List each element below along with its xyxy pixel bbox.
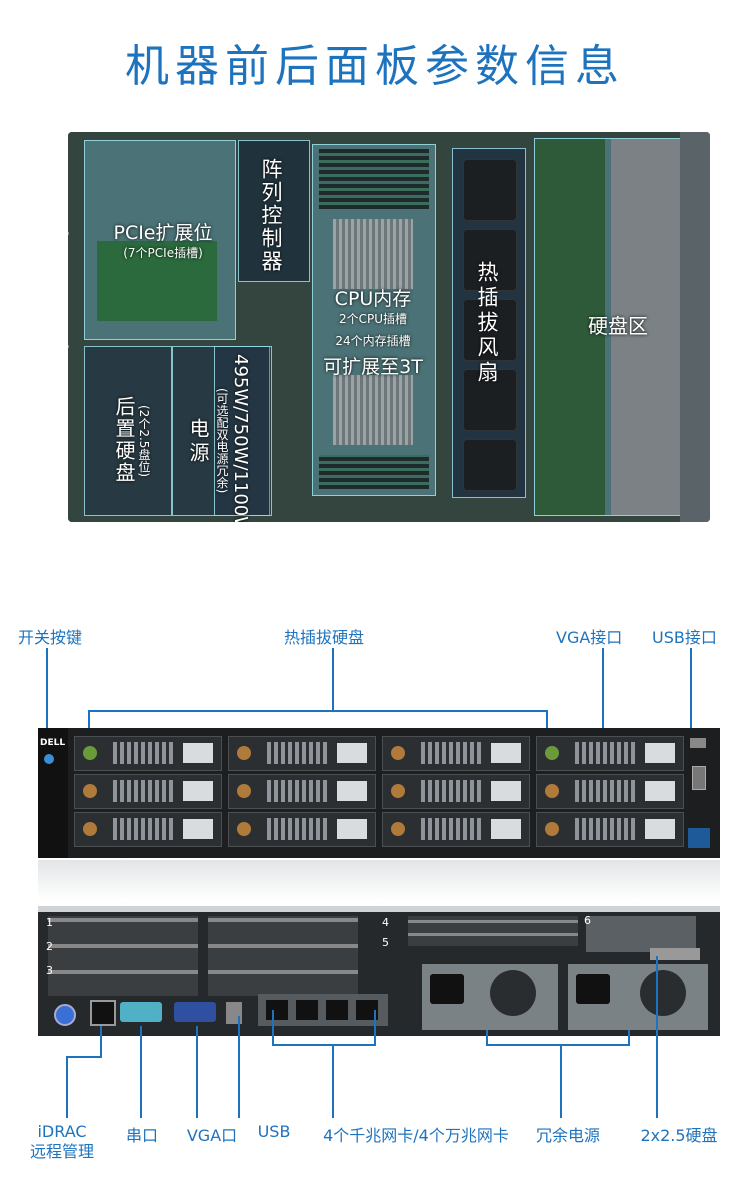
cpu-sublabel-3: 可扩展至3T (323, 356, 423, 378)
psu-zone (172, 346, 270, 516)
vga-port-rear[interactable] (174, 1002, 216, 1022)
drive-bay[interactable] (74, 774, 222, 809)
usb-port-front[interactable] (690, 738, 706, 748)
cpu-label: CPU内存 (334, 288, 412, 310)
idrac-port[interactable] (90, 1000, 116, 1026)
fan-zone (452, 148, 526, 498)
nic-block (258, 994, 388, 1026)
callout-vga: VGA口 (186, 1126, 238, 1145)
callout-rear-disk: 2x2.5硬盘 (640, 1126, 718, 1145)
nic-port[interactable] (356, 1000, 378, 1020)
rear-disk-sublabel: (2个2.5盘位) (137, 404, 151, 478)
callout-power-button: 开关按键 (18, 628, 83, 647)
cpu-memory-zone (312, 144, 436, 496)
callout-nic: 4个千兆网卡/4个万兆网卡 (323, 1126, 509, 1145)
drive-bay[interactable] (228, 812, 376, 847)
psu-spec-zone (214, 346, 272, 516)
front-panel-reflection (38, 860, 720, 900)
drive-bay[interactable] (228, 774, 376, 809)
pcie-sublabel: (7个PCIe插槽) (123, 246, 203, 260)
vga-port-front[interactable] (692, 766, 706, 790)
intel-badge (688, 828, 710, 848)
server-rear-panel: 1 2 3 4 5 6 (38, 906, 720, 1036)
drive-bay[interactable] (382, 812, 530, 847)
server-top-view: PCIe扩展位 (7个PCIe插槽) 阵列控制器 CPU内存 2个CPU插槽 2… (68, 132, 710, 522)
callout-serial: 串口 (125, 1126, 158, 1145)
pcie-zone (84, 140, 236, 340)
server-front-panel: DELL (38, 728, 720, 858)
psu-2[interactable] (568, 964, 708, 1030)
cpu-sublabel-1: 2个CPU插槽 (338, 312, 408, 326)
callout-usb: USB (257, 1122, 291, 1141)
callout-usb-port: USB接口 (652, 628, 717, 647)
system-id-button[interactable] (54, 1004, 76, 1026)
slot-number-1: 1 (46, 916, 53, 929)
drive-bay[interactable] (228, 736, 376, 771)
disk-area-label: 硬盘区 (588, 314, 648, 338)
psu-wattage-label: 495W/750W/1100W (230, 354, 251, 522)
nic-port[interactable] (296, 1000, 318, 1020)
cpu-sublabel-2: 24个内存插槽 (335, 334, 411, 348)
rear-disk-label: 后置硬盘 (112, 396, 136, 484)
drive-bay[interactable] (536, 774, 684, 809)
drive-bay[interactable] (536, 812, 684, 847)
callout-vga-port: VGA接口 (556, 628, 623, 647)
page-title: 机器前后面板参数信息 (125, 41, 625, 92)
psu-redundancy-label: (可选配双电源冗余) (215, 388, 229, 494)
pcie-label: PCIe扩展位 (113, 222, 213, 244)
slot-number-3: 3 (46, 964, 53, 977)
psu-1[interactable] (422, 964, 558, 1030)
drive-bay[interactable] (382, 774, 530, 809)
power-button[interactable] (44, 754, 54, 764)
raid-label: 阵列控制器 (259, 157, 283, 273)
callout-redundant-psu: 冗余电源 (535, 1126, 600, 1145)
drive-bay[interactable] (536, 736, 684, 771)
slot-number-4: 4 (382, 916, 389, 929)
drive-bay[interactable] (382, 736, 530, 771)
nic-port[interactable] (266, 1000, 288, 1020)
serial-port[interactable] (120, 1002, 162, 1022)
dell-logo: DELL (40, 738, 66, 748)
nic-port[interactable] (326, 1000, 348, 1020)
slot-number-6: 6 (584, 914, 591, 927)
fan-label: 热插拔风扇 (475, 260, 499, 386)
drive-bay[interactable] (74, 736, 222, 771)
rear-disk-bay[interactable] (650, 948, 700, 960)
psu-label: 电源 (186, 418, 210, 466)
rear-disk-zone (84, 346, 172, 516)
slot-number-5: 5 (382, 936, 389, 949)
slot-number-2: 2 (46, 940, 53, 953)
raid-zone (238, 140, 310, 282)
disk-zone (534, 138, 682, 516)
drive-bay[interactable] (74, 812, 222, 847)
callout-hotswap-disk: 热插拔硬盘 (284, 628, 365, 647)
